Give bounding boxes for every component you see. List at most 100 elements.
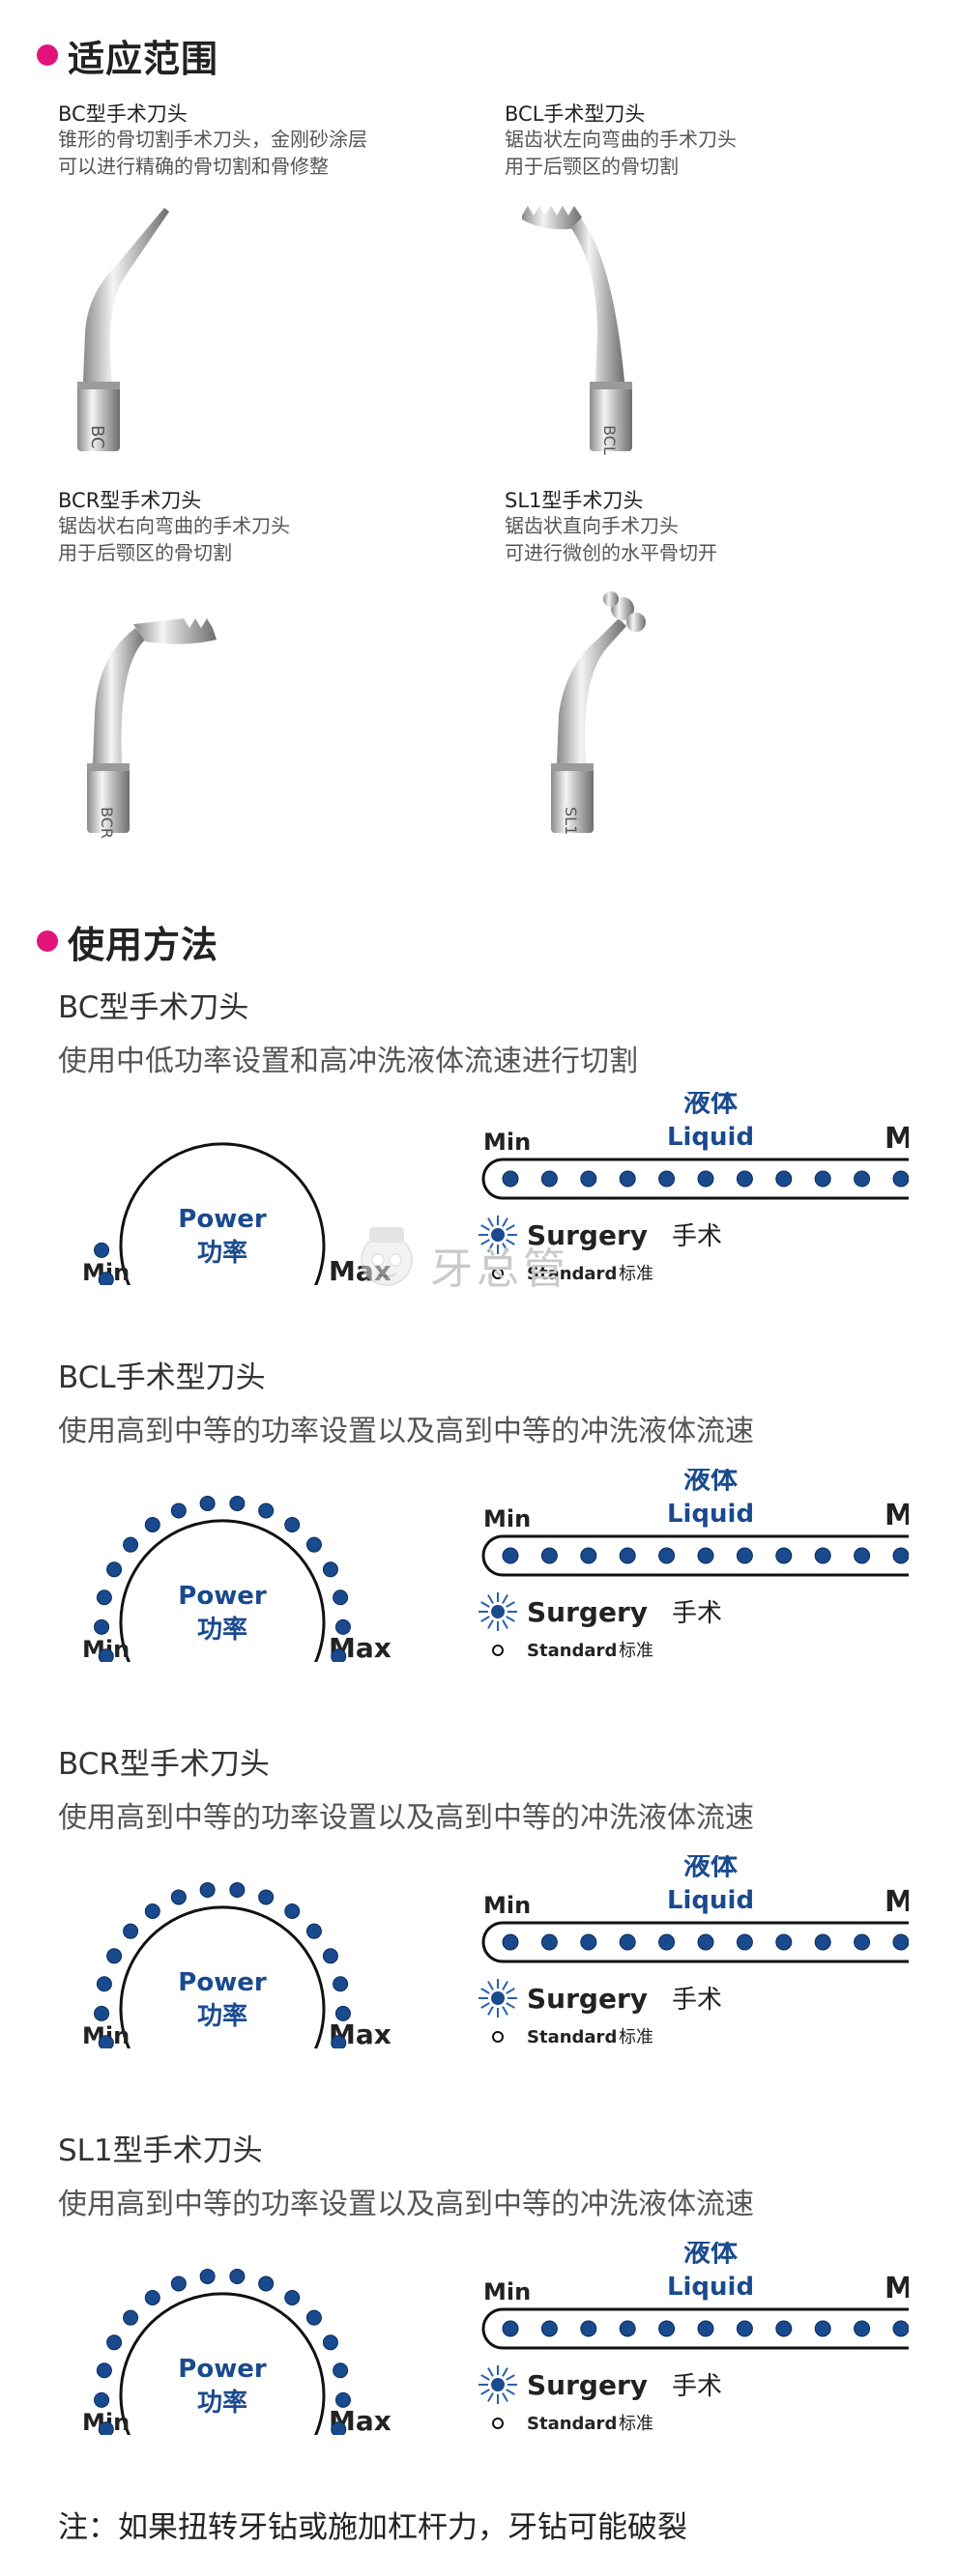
liquid-dot [502, 1933, 519, 1951]
power-dot [322, 2334, 338, 2351]
sl1-tip-image: SL1 [551, 591, 646, 835]
power-label-cn: 功率 [197, 2388, 247, 2418]
standard-label-cn: 标准 [619, 1641, 653, 1661]
liquid-dot [775, 1170, 793, 1188]
liquid-dot [892, 1547, 910, 1564]
power-dot [106, 1561, 123, 1578]
engraving-text: BC [87, 425, 107, 449]
usage-tip-name: SL1型手术刀头 [58, 2133, 263, 2168]
power-dot [199, 1881, 216, 1898]
surgery-burst-icon [478, 1592, 517, 1631]
power-dot [305, 1536, 322, 1553]
power-dot [258, 1503, 275, 1519]
power-dot [331, 1648, 347, 1665]
liquid-dot [854, 1547, 871, 1564]
surgery-label-cn: 手术 [672, 1986, 722, 2015]
power-dot [96, 1589, 112, 1606]
power-dot [333, 1589, 349, 1606]
settings-panel: Power功率MinMaxMin液体LiquidMaxSurgery手术Stan… [68, 1849, 951, 2078]
power-label-en: Power [178, 1205, 267, 1234]
tip-desc: 锯齿状直向手术刀头 可进行微创的水平骨切开 [505, 514, 717, 564]
liquid-dot [697, 1547, 714, 1564]
power-dot [199, 2268, 216, 2284]
standard-label-en: Standard [527, 1264, 617, 1284]
liquid-dot [658, 1170, 676, 1188]
usage-tip-name: BCL手术型刀头 [58, 1360, 266, 1395]
power-dot [305, 2309, 322, 2326]
liquid-dot [892, 2320, 910, 2337]
liquid-dot [736, 2320, 753, 2337]
liquid-dot [580, 1547, 597, 1564]
engraving-text: SL1 [562, 807, 580, 835]
liquid-max-label: Max [884, 1122, 909, 1156]
liquid-dot [814, 1933, 831, 1951]
liquid-min-label: Min [483, 1505, 531, 1532]
power-dot [144, 1903, 160, 1919]
liquid-label-cn: 液体 [683, 1855, 739, 1881]
power-dot [98, 2421, 114, 2438]
tip-name: BC型手术刀头 [58, 102, 188, 126]
liquid-min-label: Min [483, 1129, 531, 1156]
standard-indicator-icon [492, 1645, 504, 1656]
power-label-en: Power [178, 2355, 267, 2384]
power-dot [94, 1618, 110, 1635]
liquid-label-cn: 液体 [683, 1092, 739, 1118]
surgery-label-en: Surgery [527, 2369, 648, 2401]
surgery-label-cn: 手术 [672, 1599, 722, 1628]
liquid-max-label: Max [884, 2272, 909, 2305]
liquid-min-label: Min [483, 1892, 531, 1919]
tip-desc: 锯齿状左向弯曲的手术刀头 用于后颚区的骨切割 [505, 128, 737, 178]
standard-label-cn: 标准 [619, 2027, 653, 2047]
settings-panel: Power功率MinMaxMin液体LiquidMaxSurgery手术Stan… [68, 2236, 951, 2465]
liquid-dot [775, 1547, 793, 1564]
power-dot [284, 1903, 301, 1919]
liquid-label-en: Liquid [667, 1886, 754, 1915]
bcl-tip-image: BCL [522, 206, 632, 455]
standard-label-en: Standard [527, 2027, 617, 2047]
bc-tip-image: BC [77, 208, 169, 451]
standard-label-en: Standard [527, 2414, 617, 2434]
power-dot [199, 1495, 216, 1511]
liquid-dot [540, 1170, 558, 1188]
power-dot [258, 2275, 275, 2292]
liquid-min-label: Min [483, 2278, 531, 2305]
power-dot [94, 1242, 110, 1258]
standard-indicator-icon [492, 1268, 504, 1279]
liquid-label-en: Liquid [667, 1500, 754, 1529]
power-label-cn: 功率 [197, 1238, 247, 1268]
power-arc [119, 2292, 326, 2448]
surgery-burst-icon [478, 2365, 517, 2404]
engraving-text: BCL [600, 425, 619, 455]
surgery-label-en: Surgery [527, 1219, 648, 1251]
liquid-dot [854, 1170, 871, 1188]
power-arc [119, 1519, 326, 1675]
power-label-cn: 功率 [197, 2001, 247, 2031]
liquid-dot [892, 1933, 910, 1951]
surgery-burst-icon [478, 1979, 517, 2018]
usage-tip-name: BCR型手术刀头 [58, 1747, 270, 1782]
power-dot [106, 2334, 123, 2351]
liquid-dot [736, 1933, 753, 1951]
power-arc [119, 1142, 326, 1299]
liquid-dot [697, 1170, 714, 1188]
tip-name: SL1型手术刀头 [505, 489, 644, 512]
surgery-label-en: Surgery [527, 1596, 648, 1628]
liquid-max-label: Max [884, 1499, 909, 1532]
power-dot [322, 1561, 338, 1578]
power-dot [334, 2005, 351, 2021]
liquid-dot [580, 1933, 597, 1951]
liquid-dot [775, 1933, 793, 1951]
settings-panel: Power功率MinMaxMin液体LiquidMaxSurgery手术Stan… [68, 1463, 951, 1692]
liquid-dot [814, 1170, 831, 1188]
surgery-burst-icon [478, 1216, 517, 1254]
tip-name: BCR型手术刀头 [58, 489, 202, 512]
usage-tip-desc: 使用中低功率设置和高冲洗液体流速进行切割 [58, 1045, 638, 1078]
liquid-label-cn: 液体 [683, 1469, 739, 1495]
power-dot [229, 1881, 246, 1898]
liquid-dot [854, 1933, 871, 1951]
power-dot [94, 2391, 110, 2408]
liquid-max-label: Max [884, 1885, 909, 1919]
standard-indicator-icon [492, 2031, 504, 2043]
section-title-usage: 使用方法 [68, 924, 219, 966]
liquid-dot [814, 1547, 831, 1564]
